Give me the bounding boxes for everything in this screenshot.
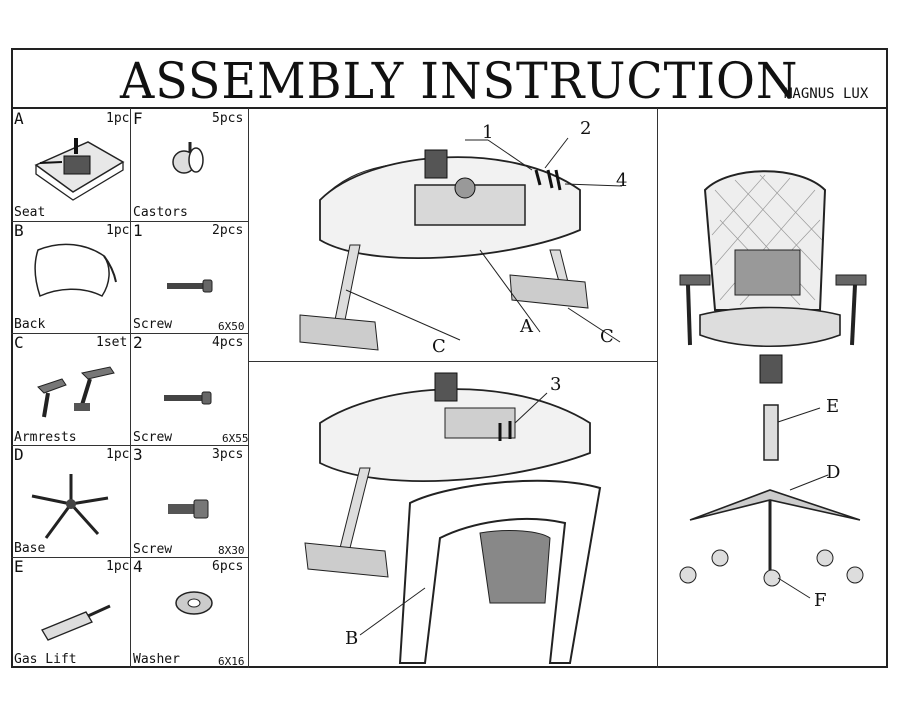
parts-table-right-border [248, 108, 249, 668]
part-name: Castors [133, 205, 188, 220]
backrest-icon [34, 243, 117, 298]
step2-seat-back-drawing [304, 372, 602, 664]
base-icon [31, 474, 109, 539]
part-name: Screw [133, 542, 173, 557]
part-quantity: 6pcs [212, 559, 244, 574]
part-name: Base [14, 541, 46, 556]
callout-letter: D [826, 462, 841, 483]
part-name: Screw [133, 430, 173, 445]
callout-number: 4 [616, 170, 628, 191]
part-name: Seat [14, 205, 46, 220]
callout-number: 3 [550, 374, 562, 395]
part-quantity: 3pcs [212, 447, 244, 462]
part-name: Washer [133, 652, 180, 667]
part-letter: 2 [133, 333, 143, 352]
part-letter: D [14, 445, 24, 464]
part-letter: 3 [133, 445, 143, 464]
seat-icon [34, 138, 125, 201]
part-letter: B [14, 221, 24, 240]
part-quantity: 2pcs [212, 223, 244, 238]
step3-full-chair-drawing [679, 170, 867, 599]
part-letter: C [14, 333, 24, 352]
step1-seat-armrest-drawing [299, 137, 623, 351]
washer-icon [175, 591, 213, 615]
part-quantity: 1pc [106, 447, 130, 462]
part-quantity: 1set [96, 335, 128, 350]
callout-letter: C [432, 336, 446, 357]
part-letter: A [14, 109, 24, 128]
callout-letter: E [826, 396, 840, 417]
parts-row-divider [11, 445, 248, 446]
part-quantity: 4pcs [212, 335, 244, 350]
step-divider [657, 108, 658, 668]
part-quantity: 5pcs [212, 111, 244, 126]
part-name: Armrests [14, 430, 77, 445]
part-size: 6X16 [218, 655, 245, 668]
step-row-divider [249, 361, 657, 362]
callout-number: 2 [580, 118, 592, 139]
part-letter: 4 [133, 557, 143, 576]
header-divider [11, 107, 888, 109]
instruction-sheet-border [11, 48, 888, 668]
part-name: Gas Lift [14, 652, 77, 667]
callout-letter: F [814, 590, 827, 611]
part-letter: E [14, 557, 24, 576]
page-title: ASSEMBLY INSTRUCTION [120, 52, 799, 110]
gas-lift-icon [41, 604, 111, 641]
bolt-icon [168, 499, 209, 519]
parts-row-divider [11, 557, 248, 558]
part-letter: 1 [133, 221, 143, 240]
armrest-icon [37, 366, 115, 418]
part-quantity: 1pc [106, 559, 130, 574]
parts-column-divider [130, 108, 131, 668]
callout-letter: B [345, 628, 359, 649]
screw-icon [164, 391, 212, 405]
part-size: 6X55 [222, 432, 249, 445]
part-size: 6X50 [218, 320, 245, 333]
callout-number: 1 [482, 122, 494, 143]
part-name: Back [14, 317, 46, 332]
part-quantity: 1pc [106, 223, 130, 238]
screw-icon [167, 279, 213, 293]
parts-row-divider [11, 221, 248, 222]
part-quantity: 1pc [106, 111, 130, 126]
part-name: Screw [133, 317, 173, 332]
castor-icon [172, 142, 204, 174]
part-letter: F [133, 109, 143, 128]
callout-letter: A [520, 316, 533, 337]
model-name: MAGNUS LUX [784, 86, 869, 102]
callout-letter: C [600, 326, 614, 347]
part-size: 8X30 [218, 544, 245, 557]
parts-row-divider [11, 333, 248, 334]
